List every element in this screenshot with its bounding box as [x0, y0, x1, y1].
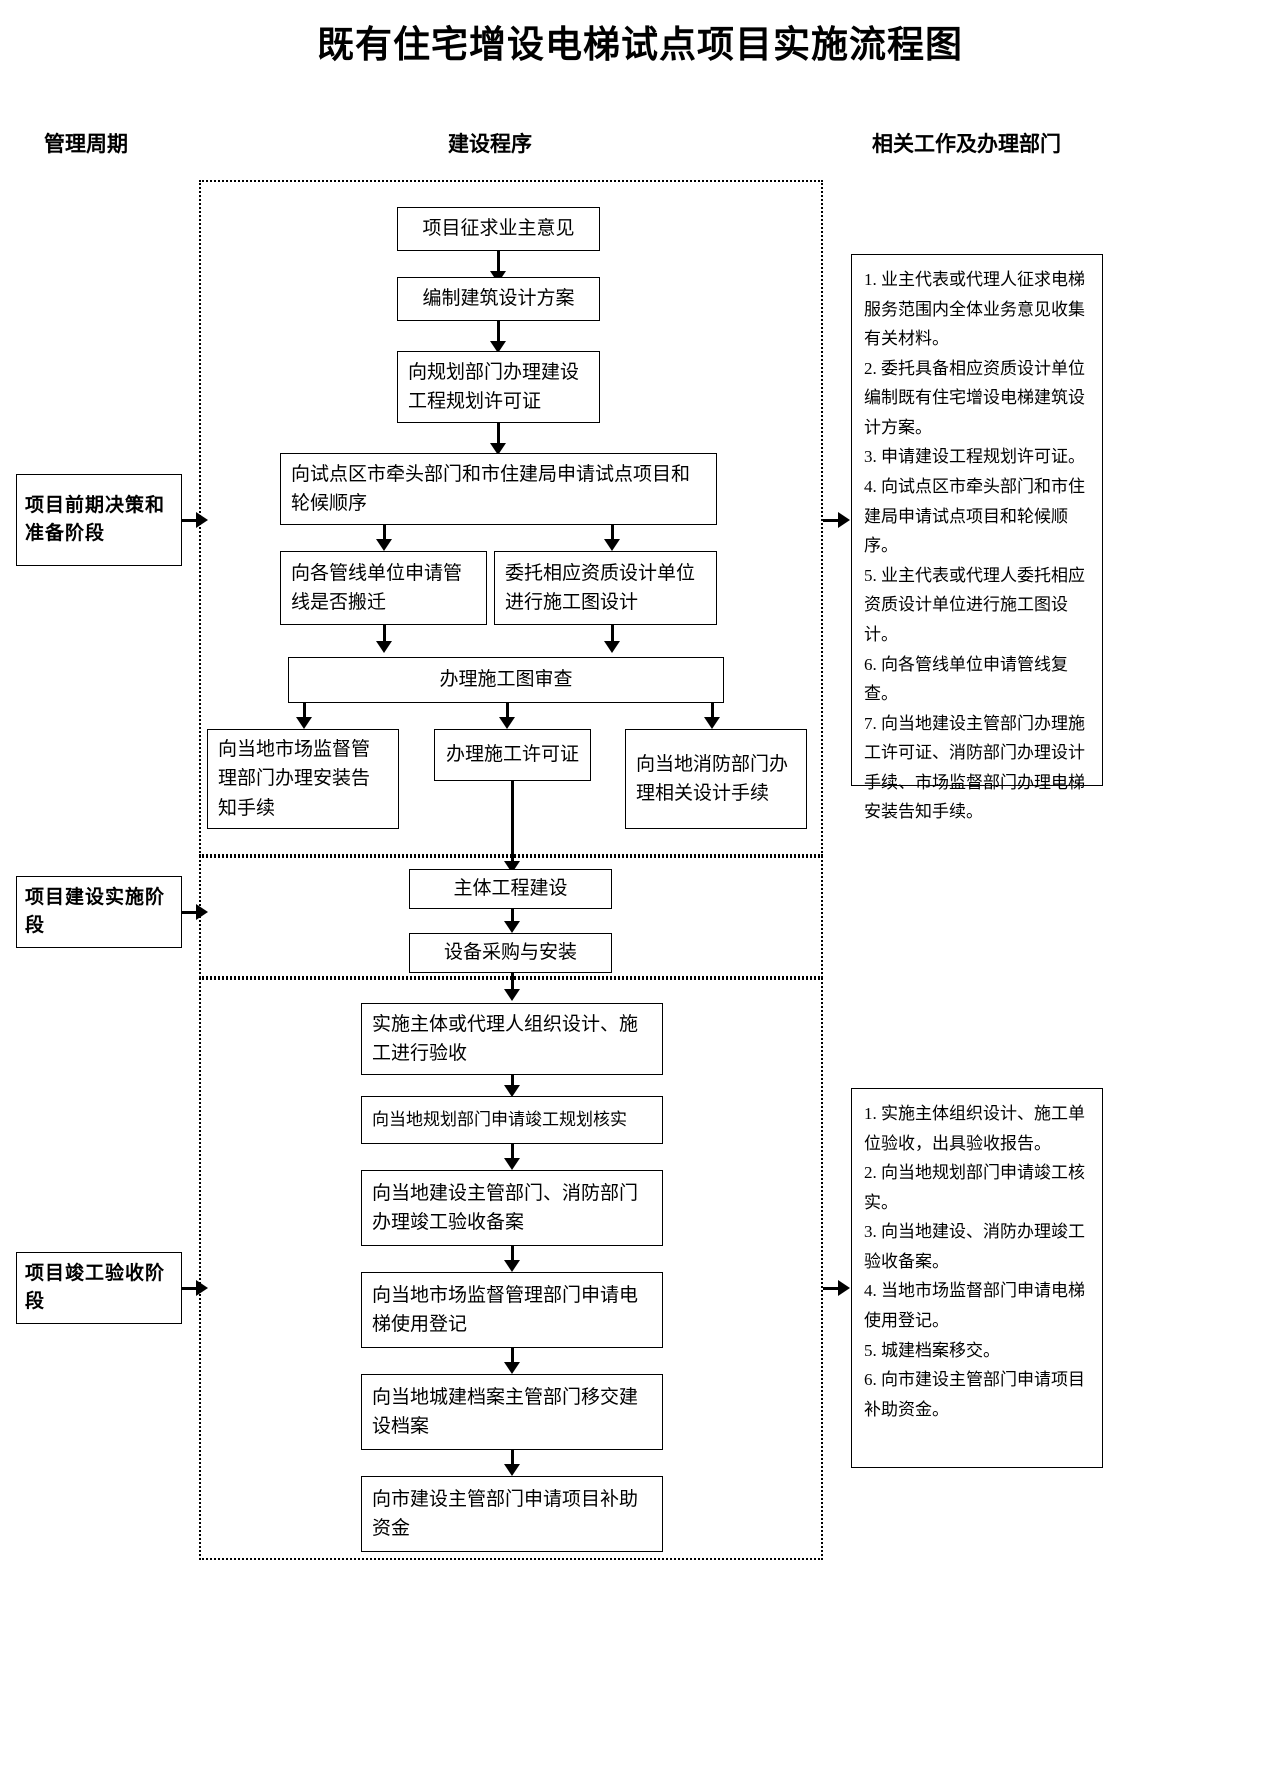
process-box-acceptance-organization[interactable]: 实施主体或代理人组织设计、施工进行验收 — [361, 1003, 663, 1075]
process-box-text: 主体工程建设 — [453, 878, 568, 900]
process-box-text: 设备采购与安装 — [443, 942, 577, 964]
note-panel-acceptance: 1. 实施主体组织设计、施工单位验收，出具验收报告。 2. 向当地规划部门申请竣… — [851, 1088, 1103, 1468]
process-box-text: 项目征求业主意见 — [422, 218, 575, 240]
process-box-text: 编制建筑设计方案 — [422, 288, 575, 310]
arrow-s6-s7b — [499, 717, 515, 729]
connector-s8-s9 — [511, 909, 514, 927]
process-box-text: 向试点区市牵头部门和市住建局申请试点项目和轮候顺序 — [291, 463, 691, 514]
process-box-planning-verification[interactable]: 向当地规划部门申请竣工规划核实 — [361, 1096, 663, 1144]
process-box-text: 向各管线单位申请管线是否搬迁 — [291, 562, 463, 613]
connector-s6-s7b — [506, 703, 509, 723]
page-title: 既有住宅增设电梯试点项目实施流程图 — [317, 25, 963, 66]
process-box-text: 向当地规划部门申请竣工规划核实 — [372, 1109, 627, 1129]
stage-label-text: 项目建设实施阶段 — [25, 886, 166, 937]
process-box-market-supervision-notice[interactable]: 向当地市场监督管理部门办理安装告知手续 — [207, 729, 399, 829]
process-box-text: 向当地城建档案主管部门移交建设档案 — [372, 1386, 639, 1437]
process-box-design-scheme[interactable]: 编制建筑设计方案 — [397, 277, 600, 321]
stage-label-text: 项目前期决策和准备阶段 — [25, 494, 166, 545]
process-box-text: 向当地建设主管部门、消防部门办理竣工验收备案 — [372, 1182, 639, 1233]
connector-s11-s12 — [511, 1144, 514, 1164]
process-box-text: 向当地市场监督管理部门申请电梯使用登记 — [372, 1284, 639, 1335]
process-box-pipeline-relocation[interactable]: 向各管线单位申请管线是否搬迁 — [280, 551, 487, 625]
stage-label-text: 项目竣工验收阶段 — [25, 1262, 166, 1313]
arrow-stage3 — [196, 1280, 208, 1296]
connector-s14-s15 — [511, 1450, 514, 1472]
process-box-subsidy-application[interactable]: 向市建设主管部门申请项目补助资金 — [361, 1476, 663, 1552]
arrow-s5a-s6 — [376, 641, 392, 653]
process-box-equipment-purchase[interactable]: 设备采购与安装 — [409, 933, 612, 973]
connector-s5a-s6 — [383, 625, 386, 647]
arrow-note2 — [838, 1280, 850, 1296]
process-box-pilot-application[interactable]: 向试点区市牵头部门和市住建局申请试点项目和轮候顺序 — [280, 453, 717, 525]
arrow-s10-s11 — [504, 1085, 520, 1097]
stage-label-acceptance[interactable]: 项目竣工验收阶段 — [16, 1252, 182, 1324]
process-box-text: 办理施工许可证 — [445, 744, 579, 766]
connector-s6-s7a — [303, 703, 306, 723]
arrow-s14-s15 — [504, 1464, 520, 1476]
connector-s2-s3 — [497, 321, 500, 347]
process-box-text: 向规划部门办理建设工程规划许可证 — [408, 361, 580, 412]
arrow-s4-s5a — [376, 539, 392, 551]
arrow-stage1 — [196, 512, 208, 528]
process-box-text: 向当地市场监督管理部门办理安装告知手续 — [218, 738, 371, 819]
process-box-text: 办理施工图审查 — [439, 669, 573, 691]
connector-s12-s13 — [511, 1246, 514, 1268]
connector-note1 — [823, 519, 845, 522]
process-box-construction-drawing[interactable]: 委托相应资质设计单位进行施工图设计 — [494, 551, 717, 625]
stage-label-preparation[interactable]: 项目前期决策和准备阶段 — [16, 474, 182, 566]
process-box-text: 向市建设主管部门申请项目补助资金 — [372, 1488, 639, 1539]
arrow-s6-s7c — [704, 717, 720, 729]
column-header-management-cycle: 管理周期 — [44, 132, 128, 156]
process-box-elevator-registration[interactable]: 向当地市场监督管理部门申请电梯使用登记 — [361, 1272, 663, 1348]
arrow-s12-s13 — [504, 1260, 520, 1272]
process-box-text: 委托相应资质设计单位进行施工图设计 — [505, 562, 696, 613]
arrow-s5b-s6 — [604, 641, 620, 653]
connector-s1-s2 — [497, 251, 500, 277]
column-header-construction-procedure: 建设程序 — [448, 132, 532, 156]
process-box-planning-permit[interactable]: 向规划部门办理建设工程规划许可证 — [397, 351, 600, 423]
connector-s7b-s8 — [511, 781, 514, 873]
arrow-s4-s5b — [604, 539, 620, 551]
connector-s6-s7c — [711, 703, 714, 723]
process-box-main-construction[interactable]: 主体工程建设 — [409, 869, 612, 909]
arrow-s6-s7a — [296, 717, 312, 729]
process-box-completion-filing[interactable]: 向当地建设主管部门、消防部门办理竣工验收备案 — [361, 1170, 663, 1246]
arrow-s2-s3 — [490, 341, 506, 353]
process-box-text: 实施主体或代理人组织设计、施工进行验收 — [372, 1013, 639, 1064]
process-box-archives-transfer[interactable]: 向当地城建档案主管部门移交建设档案 — [361, 1374, 663, 1450]
connector-s4-s5a — [383, 525, 386, 545]
note-panel-text: 1. 业主代表或代理人征求电梯服务范围内全体业务意见收集有关材料。 2. 委托具… — [864, 270, 1085, 822]
note-panel-preparation: 1. 业主代表或代理人征求电梯服务范围内全体业务意见收集有关材料。 2. 委托具… — [851, 254, 1103, 821]
connector-note2 — [823, 1287, 845, 1290]
connector-s13-s14 — [511, 1348, 514, 1370]
connector-stage3 — [182, 1287, 204, 1290]
connector-stage2 — [182, 911, 204, 914]
arrow-s3-s4 — [490, 443, 506, 455]
process-box-text: 向当地消防部门办理相关设计手续 — [636, 753, 789, 804]
column-header-related-departments: 相关工作及办理部门 — [872, 132, 1061, 156]
note-panel-text: 1. 实施主体组织设计、施工单位验收，出具验收报告。 2. 向当地规划部门申请竣… — [864, 1104, 1085, 1419]
arrow-stage2 — [196, 904, 208, 920]
arrow-s8-s9 — [504, 921, 520, 933]
connector-stage1 — [182, 519, 204, 522]
process-box-fire-department[interactable]: 向当地消防部门办理相关设计手续 — [625, 729, 807, 829]
arrow-s13-s14 — [504, 1362, 520, 1374]
arrow-s11-s12 — [504, 1158, 520, 1170]
arrow-s9-s10 — [504, 989, 520, 1001]
arrow-note1 — [838, 512, 850, 528]
connector-s10-s11 — [511, 1075, 514, 1091]
connector-s4-s5b — [611, 525, 614, 545]
connector-s5b-s6 — [611, 625, 614, 647]
process-box-drawing-review[interactable]: 办理施工图审查 — [288, 657, 724, 703]
connector-s9-s10 — [511, 973, 514, 995]
process-box-construction-permit[interactable]: 办理施工许可证 — [434, 729, 591, 781]
stage-label-construction[interactable]: 项目建设实施阶段 — [16, 876, 182, 948]
process-box-owner-opinion[interactable]: 项目征求业主意见 — [397, 207, 600, 251]
connector-s3-s4 — [497, 423, 500, 449]
